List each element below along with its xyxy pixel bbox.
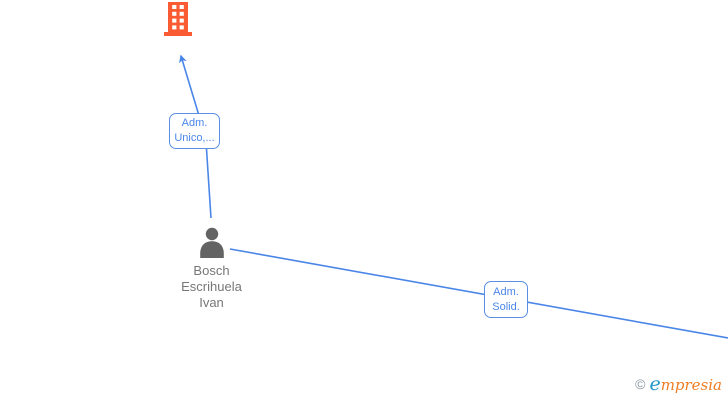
edge-label-line: Unico,... (174, 132, 215, 144)
edge-label-adm-solid[interactable]: Adm. Solid. (484, 281, 528, 318)
person-name-line: Escrihuela (181, 279, 242, 294)
edge-label-line: Adm. (181, 117, 208, 129)
person-name-line: Ivan (199, 295, 224, 310)
edge-person-to-label (205, 148, 212, 219)
empresia-watermark: ©empresia (635, 373, 722, 395)
edge-label-adm-unico[interactable]: Adm. Unico,... (169, 113, 220, 149)
person-name: Bosch Escrihuela Ivan (146, 263, 277, 311)
edge-label-line: Adm. (493, 285, 519, 298)
person-node[interactable] (196, 227, 228, 259)
brand-letter-e: e (649, 373, 661, 395)
edge-label-line: Solid. (492, 300, 520, 313)
company-node[interactable] (163, 2, 193, 36)
edge-person-to-offscreen (229, 248, 728, 339)
person-icon (200, 227, 224, 258)
person-name-line: Bosch (193, 263, 230, 278)
copyright-icon: © (635, 376, 646, 392)
building-icon (164, 2, 192, 36)
edge-person-to-company-arrow (179, 54, 200, 115)
brand-text: mpresia (660, 376, 722, 394)
